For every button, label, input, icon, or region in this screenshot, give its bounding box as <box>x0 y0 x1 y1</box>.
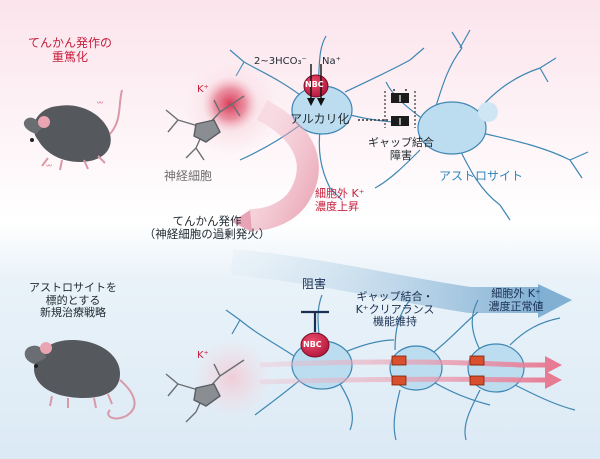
seizure-label: てんかん発作 （神経細胞の過剰発火） <box>132 214 282 242</box>
k-clearance-arrowhead-1 <box>545 356 562 374</box>
therapy-blue-arrow <box>230 249 540 313</box>
normal-line1: 細胞外 K⁺ <box>491 287 541 300</box>
neuron-bottom <box>165 359 245 423</box>
therapy-title-line1: アストロサイトを <box>29 281 117 294</box>
gap-junction-line1: ギャップ結合 <box>368 136 434 149</box>
therapy-title-line2: 標的とする <box>45 293 101 307</box>
gap-maintain-line2: K⁺クリアランス <box>355 302 435 316</box>
k-ion-label-top: K⁺ <box>197 84 209 95</box>
gap-junction-open <box>391 355 485 386</box>
seizure-mouse-illustration <box>23 89 123 171</box>
therapy-title: アストロサイトを 標的とする 新規治療戦略 <box>18 281 128 320</box>
seizure-line1: てんかん発作 <box>172 214 242 228</box>
severity-title-line1: てんかん発作の <box>27 36 112 50</box>
extracellular-k-rise-label: 細胞外 K⁺ 濃度上昇 <box>315 187 365 213</box>
inhibition-label: 阻害 <box>302 277 327 291</box>
therapy-title-line3: 新規治療戦略 <box>40 306 106 320</box>
severity-title: てんかん発作の 重篤化 <box>22 36 118 65</box>
k-rise-curved-arrow <box>249 100 319 231</box>
k-clearance-arrowhead-2 <box>545 371 562 389</box>
k-rise-arrowhead <box>232 210 252 232</box>
gap-junction-line2: 障害 <box>390 148 412 162</box>
extracellular-rise-line2: 濃度上昇 <box>315 199 359 213</box>
astrocyte-top-right <box>374 29 589 221</box>
gap-junction-impaired <box>358 88 416 128</box>
k-ion-glow <box>202 76 258 132</box>
nbc-label-top: NBC <box>305 80 324 89</box>
gap-maintain-line1: ギャップ結合・ <box>356 290 434 303</box>
alkalization-label: アルカリ化 <box>290 112 350 126</box>
severity-title-line2: 重篤化 <box>51 49 88 64</box>
k-ion-label-bottom: K⁺ <box>197 350 209 361</box>
extracellular-k-normal-label: 細胞外 K⁺ 濃度正常値 <box>466 287 566 313</box>
nbc-inhibition <box>300 310 330 358</box>
vibration-mark: 〰 <box>97 100 103 107</box>
extracellular-rise-line1: 細胞外 K⁺ <box>315 187 365 200</box>
na-label: Na⁺ <box>322 56 341 67</box>
gap-maintain-line3: 機能維持 <box>373 315 417 329</box>
nbc-transporter-top <box>303 64 329 106</box>
k-clearance-stream-2 <box>259 376 545 385</box>
hco3-label: 2~3HCO₃⁻ <box>254 56 307 67</box>
gap-junction-impairment-label: ギャップ結合 障害 <box>358 136 444 162</box>
vibration-mark: 〰 <box>46 163 52 170</box>
neuron-top <box>165 95 245 161</box>
neuron-label-top: 神経細胞 <box>164 169 213 183</box>
nbc-label-bottom: NBC <box>303 340 322 349</box>
therapy-arrowhead <box>538 284 572 318</box>
astrocyte-label: アストロサイト <box>439 169 524 183</box>
gap-junction-maintenance-label: ギャップ結合・ K⁺クリアランス 機能維持 <box>345 290 445 329</box>
normal-line2: 濃度正常値 <box>488 299 544 313</box>
k-clearance-stream-1 <box>259 359 545 368</box>
seizure-line2: （神経細胞の過剰発火） <box>143 227 271 242</box>
treated-mouse-illustration <box>24 340 136 420</box>
